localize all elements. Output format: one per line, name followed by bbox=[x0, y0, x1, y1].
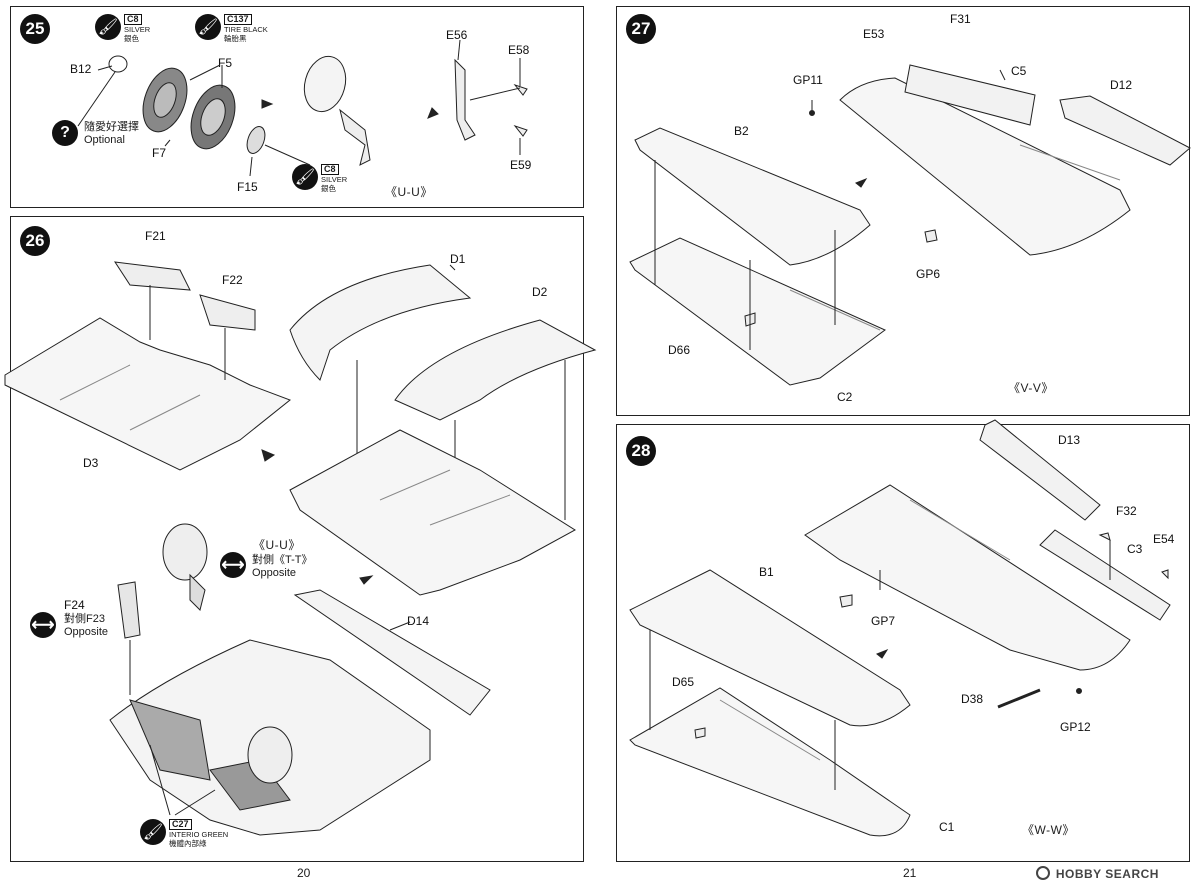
paint-name: SILVER bbox=[124, 25, 151, 34]
part-label-f24: F24 bbox=[64, 598, 85, 612]
paint-callout-silver-1: 🖌 C8 SILVER 銀色 bbox=[95, 14, 150, 43]
paint-brush-icon: 🖌 bbox=[95, 14, 121, 40]
paint-name-cn: 機體內部綠 bbox=[169, 839, 207, 848]
opposite-f23-en: Opposite bbox=[64, 626, 109, 638]
paint-name: TIRE BLACK bbox=[224, 25, 268, 34]
part-label-c1: C1 bbox=[939, 820, 955, 834]
part-label-d2: D2 bbox=[532, 285, 548, 299]
part-label-e53: E53 bbox=[863, 27, 885, 41]
step-25-number: 25 bbox=[20, 14, 50, 44]
step-25-drawing bbox=[77, 39, 528, 177]
opposite-arrow-icon: ⟷ bbox=[30, 612, 56, 638]
paint-brush-icon: 🖌 bbox=[140, 819, 166, 845]
part-label-d3: D3 bbox=[83, 456, 99, 470]
paint-name-cn: 輪胎黑 bbox=[224, 34, 247, 43]
paint-name: SILVER bbox=[321, 175, 348, 184]
opposite-f23-note: 對側F23 Opposite bbox=[64, 613, 108, 639]
part-label-c3: C3 bbox=[1127, 542, 1143, 556]
part-label-f22: F22 bbox=[222, 273, 243, 287]
part-label-d1: D1 bbox=[450, 252, 466, 266]
part-label-d38: D38 bbox=[961, 692, 984, 706]
paint-callout-tire-black: 🖌 C137 TIRE BLACK 輪胎黑 bbox=[195, 14, 268, 43]
part-label-gp6: GP6 bbox=[916, 267, 941, 281]
part-label-gp7: GP7 bbox=[871, 614, 896, 628]
part-label-b12: B12 bbox=[70, 62, 92, 76]
part-label-gp12: GP12 bbox=[1060, 720, 1091, 734]
part-label-f31: F31 bbox=[950, 12, 971, 26]
view-marker-uu: 《U-U》 bbox=[385, 185, 433, 199]
paint-callout-interio-green: 🖌 C27 INTERIO GREEN 機體內部綠 bbox=[140, 819, 228, 848]
paint-name-cn: 銀色 bbox=[321, 184, 336, 193]
part-label-e58: E58 bbox=[508, 43, 530, 57]
part-label-b1: B1 bbox=[759, 565, 774, 579]
optional-note-en: Optional bbox=[84, 134, 125, 146]
step-26-number: 26 bbox=[20, 226, 50, 256]
part-label-e59: E59 bbox=[510, 158, 532, 172]
page-number-left: 20 bbox=[297, 866, 311, 880]
paint-name: INTERIO GREEN bbox=[169, 830, 229, 839]
question-icon: ? bbox=[52, 120, 78, 146]
optional-note-cn: 隨愛好選擇 bbox=[84, 121, 139, 133]
opposite-f23-cn: 對側F23 bbox=[64, 613, 105, 625]
part-label-e56: E56 bbox=[446, 28, 468, 42]
step-26-drawing bbox=[4, 261, 597, 836]
part-label-d12: D12 bbox=[1110, 78, 1133, 92]
part-label-d66: D66 bbox=[668, 343, 691, 357]
part-label-f7: F7 bbox=[152, 146, 167, 160]
paint-callout-silver-2: 🖌 C8 SILVER 銀色 bbox=[292, 164, 347, 193]
part-label-d65: D65 bbox=[672, 675, 695, 689]
step-27-number: 27 bbox=[626, 14, 656, 44]
part-label-f21: F21 bbox=[145, 229, 166, 243]
page-number-right: 21 bbox=[903, 866, 917, 880]
opposite-arrow-icon: ⟷ bbox=[220, 552, 246, 578]
watermark-text: HOBBY SEARCH bbox=[1055, 867, 1159, 881]
opposite-tt-cn: 對側《T-T》 bbox=[252, 554, 313, 566]
part-label-gp11: GP11 bbox=[793, 73, 823, 87]
view-marker-vv: 《V-V》 bbox=[1008, 381, 1054, 395]
part-label-e54: E54 bbox=[1153, 532, 1175, 546]
view-marker-uu-step26: 《U-U》 bbox=[253, 538, 301, 552]
paint-brush-icon: 🖌 bbox=[292, 164, 318, 190]
opposite-tt-note: 對側《T-T》 Opposite bbox=[252, 554, 313, 580]
part-label-c5: C5 bbox=[1011, 64, 1027, 78]
step-27-drawing bbox=[629, 64, 1191, 386]
paint-name-cn: 銀色 bbox=[124, 34, 139, 43]
paint-brush-icon: 🖌 bbox=[195, 14, 221, 40]
watermark-logo-icon bbox=[1036, 866, 1050, 880]
view-marker-ww: 《W-W》 bbox=[1022, 823, 1075, 837]
opposite-tt-en: Opposite bbox=[252, 567, 297, 579]
optional-note: 隨愛好選擇 Optional bbox=[84, 121, 139, 147]
part-label-d13: D13 bbox=[1058, 433, 1081, 447]
part-label-f32: F32 bbox=[1116, 504, 1137, 518]
part-label-f15: F15 bbox=[237, 180, 258, 194]
watermark: HOBBY SEARCH bbox=[1036, 866, 1159, 881]
step-28-drawing bbox=[629, 419, 1171, 837]
part-label-d14: D14 bbox=[407, 614, 430, 628]
part-label-b2: B2 bbox=[734, 124, 749, 138]
part-label-c2: C2 bbox=[837, 390, 853, 404]
step-28-number: 28 bbox=[626, 436, 656, 466]
